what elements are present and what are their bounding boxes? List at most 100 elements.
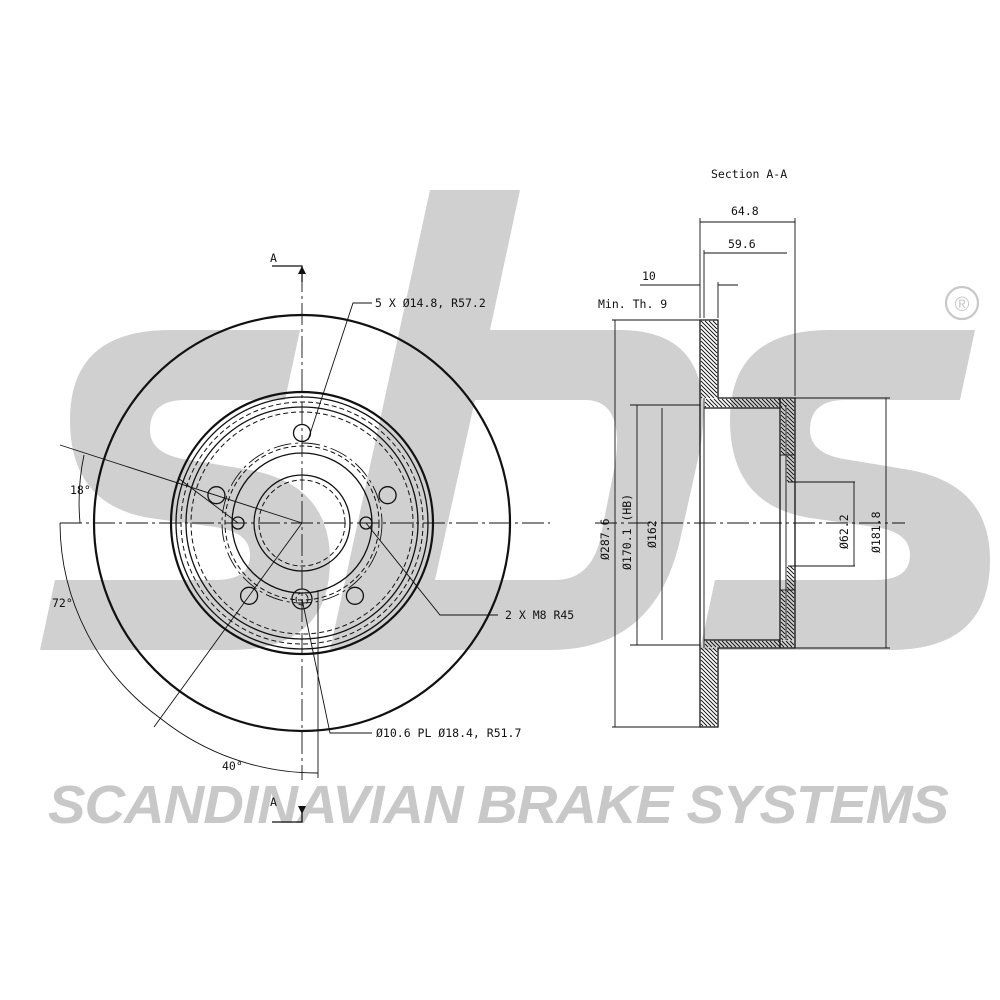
hatch-line — [786, 586, 795, 595]
hatch-line — [769, 398, 779, 408]
hatch-line — [786, 598, 795, 607]
hatch-line — [780, 414, 786, 420]
hatch-line — [780, 406, 786, 412]
dia-bore-label: Ø62.2 — [837, 514, 851, 549]
hatch-line — [700, 384, 715, 399]
hatch-line — [725, 640, 733, 648]
hatch-line — [780, 589, 786, 595]
hatch-line — [780, 450, 786, 456]
hatch-line — [700, 380, 718, 398]
hatch-line — [786, 407, 795, 416]
hatch-line — [721, 398, 731, 408]
hatch-line — [753, 640, 761, 648]
front-view: A A 5 X Ø14.8, R57.2 2 X M8 R45 Ø10.6 PL… — [52, 251, 574, 823]
angle-72-label: 72° — [52, 596, 73, 610]
hatch-line — [700, 388, 711, 399]
hatch-line — [780, 446, 786, 452]
hatch-line — [780, 633, 786, 639]
hatch-line — [780, 438, 786, 444]
hatch-line — [786, 423, 795, 432]
angle-ray-18 — [59, 444, 303, 524]
section-profile-outline — [699, 319, 796, 728]
hatch-line — [700, 368, 718, 386]
hatch-line — [733, 640, 741, 648]
hatch-line — [700, 647, 718, 665]
angle-40-label: 40° — [222, 759, 243, 773]
arc-72 — [59, 522, 161, 719]
hatch-line — [773, 398, 783, 408]
hatch-line — [700, 356, 718, 374]
hatch-line — [700, 679, 718, 697]
bolt-hole — [345, 586, 365, 605]
hatch-line — [713, 398, 723, 408]
hatch-line — [713, 640, 721, 648]
hatch-line — [777, 398, 787, 408]
bolt-holes-leader — [307, 302, 372, 441]
watermark-tagline: SCANDINAVIAN BRAKE SYSTEMS — [48, 775, 949, 835]
hatch-line — [709, 640, 717, 648]
hatch-line — [786, 419, 795, 428]
section-mark-top: A — [270, 251, 277, 265]
hatch-line — [789, 398, 795, 404]
hatch-line — [765, 640, 773, 648]
hatch-line — [757, 398, 767, 408]
hatch-line — [786, 455, 795, 464]
hatch-line — [700, 711, 716, 727]
hatch-line — [741, 640, 749, 648]
hatch-line — [700, 324, 718, 342]
hatch-line — [789, 565, 795, 571]
hatch-line — [700, 344, 718, 362]
hatch-line — [700, 392, 707, 399]
hatch-line — [781, 640, 789, 648]
hatch-line — [708, 647, 718, 657]
hatch-line — [700, 396, 703, 399]
hatch-line — [700, 703, 718, 721]
hatch-line — [789, 640, 795, 646]
hatch-line — [786, 618, 795, 627]
hatch-line — [777, 640, 785, 648]
hatch-line — [780, 593, 786, 599]
hatch-line — [780, 605, 786, 611]
hatch-line — [786, 475, 794, 483]
pilot-leader — [301, 598, 372, 734]
hatch-line — [786, 614, 795, 623]
hatch-line — [786, 451, 795, 460]
dim-59-6-label: 59.6 — [728, 237, 756, 251]
hatch-line — [700, 719, 708, 727]
hatch-line — [700, 667, 718, 685]
hatch-line — [765, 398, 775, 408]
hatch-line — [769, 640, 777, 648]
hatch-line — [780, 609, 786, 615]
hatch-line — [786, 459, 795, 468]
bolt-holes-label: 5 X Ø14.8, R57.2 — [375, 296, 486, 310]
hatch-line — [700, 332, 718, 350]
section-mark-bottom: A — [270, 795, 277, 809]
hatch-line — [786, 435, 795, 444]
hatch-line — [700, 707, 718, 725]
hatch-line — [780, 637, 784, 641]
hatch-line — [704, 320, 718, 334]
hatch-line — [773, 640, 781, 648]
section-view: Section A-A 64.8 59.6 10 Min. Th. 9 — [595, 167, 905, 728]
section-cut-top — [272, 265, 303, 282]
hatch-line — [700, 691, 718, 709]
dim-10-label: 10 — [642, 269, 656, 283]
hatch-line — [786, 578, 795, 587]
hatch-line — [749, 640, 757, 648]
hatch-line — [749, 398, 759, 408]
hatch-line — [700, 376, 718, 394]
angle-18-label: 18° — [70, 483, 91, 497]
hatch-line — [704, 401, 711, 408]
hatch-line — [780, 418, 786, 424]
pilot-label: Ø10.6 PL Ø18.4, R51.7 — [376, 726, 521, 740]
hatch-line — [780, 601, 786, 607]
hatch-line — [705, 640, 713, 648]
hatch-line — [786, 574, 795, 583]
threaded-holes-leader-2 — [177, 477, 239, 524]
hatch-line — [786, 411, 795, 420]
dia-hb-label: Ø170.1 (HB) — [620, 494, 634, 570]
hatch-line — [786, 626, 795, 635]
hatch-line — [786, 594, 795, 603]
hatch-line — [786, 463, 795, 472]
